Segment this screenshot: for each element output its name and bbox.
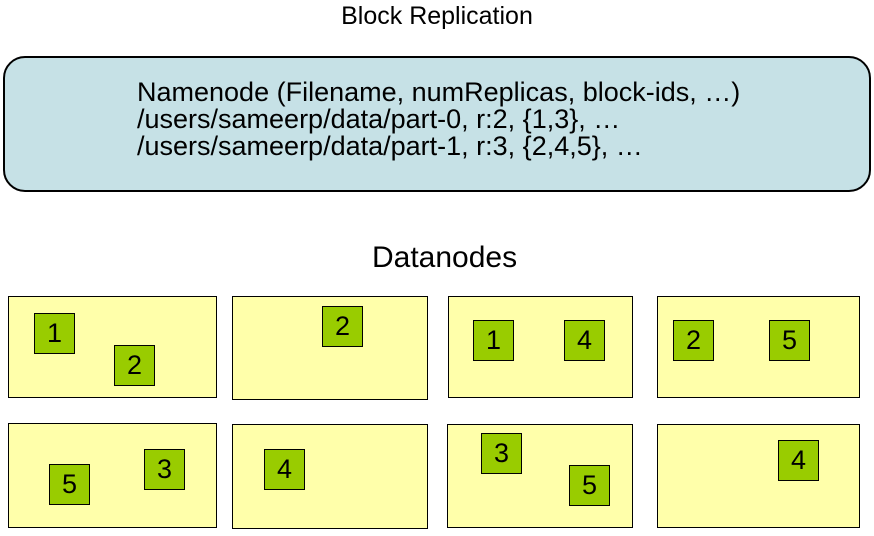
datanodes-heading: Datanodes	[372, 241, 518, 274]
datanode-box-6: 4	[232, 424, 428, 529]
block-2: 2	[322, 306, 363, 347]
datanode-box-2: 2	[232, 296, 428, 400]
block-1: 1	[34, 313, 75, 354]
datanode-box-8: 4	[657, 424, 860, 528]
block-5: 5	[769, 320, 810, 361]
namenode-file-entry-part0: /users/sameerp/data/part-0, r:2, {1,3}, …	[137, 104, 621, 134]
block-3: 3	[144, 449, 185, 490]
block-2: 2	[673, 320, 714, 361]
namenode-text: Namenode (Filename, numReplicas, block-i…	[137, 79, 740, 160]
block-3: 3	[481, 433, 522, 474]
block-1: 1	[473, 320, 514, 361]
block-4: 4	[778, 440, 819, 481]
block-4: 4	[264, 449, 305, 490]
block-4: 4	[564, 320, 605, 361]
namenode-box: Namenode (Filename, numReplicas, block-i…	[3, 56, 871, 192]
namenode-file-entry-part1: /users/sameerp/data/part-1, r:3, {2,4,5}…	[137, 131, 643, 161]
namenode-header-line: Namenode (Filename, numReplicas, block-i…	[137, 77, 741, 107]
block-2: 2	[114, 345, 155, 386]
diagram-title: Block Replication	[341, 2, 533, 30]
block-5: 5	[49, 464, 90, 505]
block-5: 5	[569, 465, 610, 506]
